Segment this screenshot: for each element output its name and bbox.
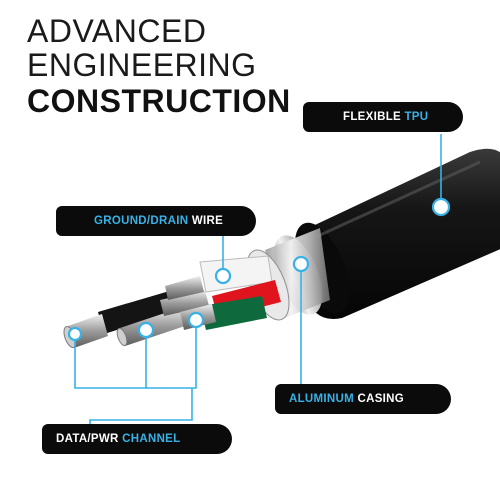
ground-drain-label: GROUND/DRAIN WIRE: [56, 206, 256, 236]
tpu-callout-dot: [431, 197, 451, 217]
flexible-tpu-label-main: FLEXIBLE: [343, 111, 405, 123]
ground-callout-dot: [214, 267, 232, 285]
aluminum-casing-label: ALUMINUM CASING: [275, 384, 451, 414]
ground-drain-label-main: WIRE: [188, 215, 224, 227]
callout-dots: [67, 197, 451, 342]
data-callout-dot-2: [137, 321, 155, 339]
headline: ADVANCED ENGINEERING CONSTRUCTION: [27, 14, 291, 120]
data-callout-dot-1: [67, 326, 83, 342]
headline-line-3: CONSTRUCTION: [27, 83, 291, 119]
aluminum-casing-label-accent: ALUMINUM: [289, 393, 354, 405]
flexible-tpu-label-accent: TPU: [404, 111, 429, 123]
flexible-tpu-label: FLEXIBLE TPU: [303, 102, 463, 132]
inner-wires: [63, 255, 281, 348]
data-callout-dot-3: [187, 311, 205, 329]
headline-line-1: ADVANCED: [27, 13, 207, 49]
data-pwr-label: DATA/PWR CHANNEL: [42, 424, 232, 454]
headline-line-2: ENGINEERING: [27, 47, 257, 83]
data-pwr-label-main: DATA/PWR: [56, 433, 123, 445]
data-pwr-label-accent: CHANNEL: [122, 433, 181, 445]
aluminum-casing-label-main: CASING: [354, 393, 405, 405]
ground-drain-label-accent: GROUND/DRAIN: [94, 215, 189, 227]
aluminum-callout-dot: [292, 255, 310, 273]
